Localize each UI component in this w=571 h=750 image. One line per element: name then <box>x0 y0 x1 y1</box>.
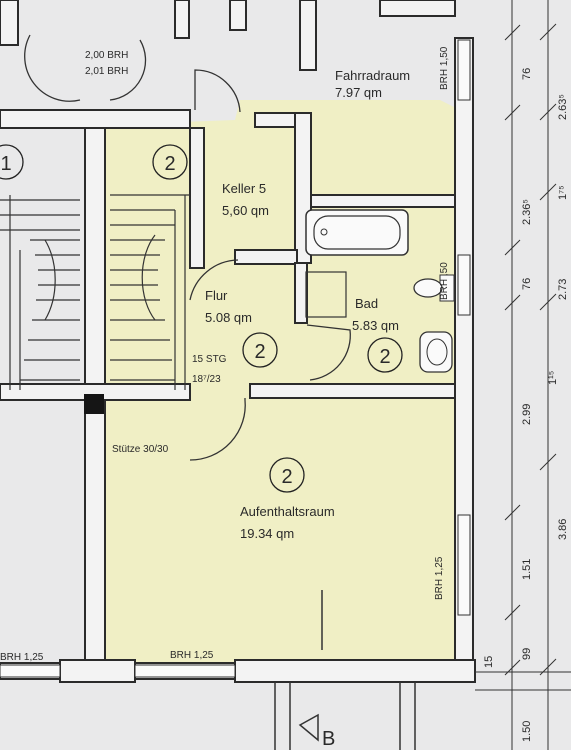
dim-273: 2.73 <box>557 279 569 300</box>
circle-markers <box>0 144 403 493</box>
dim-15: 15 <box>483 656 495 668</box>
brh-bottom-mid: BRH 1,25 <box>170 650 214 661</box>
door-flur <box>189 259 239 301</box>
circle-aufenthalt <box>269 457 305 493</box>
windows <box>0 39 471 678</box>
window-bad <box>457 254 471 316</box>
circle-flur <box>242 332 278 368</box>
room-name-fahrradraum: Fahrradraum <box>335 68 410 83</box>
room-area-keller: 5,60 qm <box>222 203 269 218</box>
section-mark: B <box>322 728 335 750</box>
stairs-house-2 <box>110 194 190 390</box>
wall-stairs-right <box>189 127 205 269</box>
wall-fahrrad-top <box>379 0 456 17</box>
dimension-chain <box>475 0 571 750</box>
brh-top: BRH 1,50 <box>439 46 450 90</box>
wall-bad-bottom <box>249 383 456 399</box>
bottom-structures <box>274 682 416 750</box>
wall-upper-left <box>0 0 19 46</box>
circle-bad <box>367 337 403 373</box>
sink <box>419 331 453 373</box>
wall-bad-left <box>294 262 308 324</box>
stairs-ratio: 18⁷/23 <box>192 374 221 385</box>
dim-115: 1¹⁵ <box>547 371 559 385</box>
circle-label-bad: 2 <box>379 346 390 368</box>
brh-right: BRH 1,25 <box>434 556 445 600</box>
door-keller <box>194 69 241 113</box>
wall-bottom-left <box>59 659 136 683</box>
dim-76b: 76 <box>521 278 533 290</box>
window-fahrrad <box>457 39 471 101</box>
doors <box>24 34 351 461</box>
stairs-left-house <box>0 195 80 390</box>
top-note-2: 2,01 BRH <box>85 66 128 77</box>
section-arrow-icon <box>298 713 319 742</box>
dim-99: 99 <box>521 648 533 660</box>
wall-top-left <box>0 109 191 129</box>
top-note-1: 2,00 BRH <box>85 50 128 61</box>
room-name-aufenthaltsraum: Aufenthaltsraum <box>240 504 335 519</box>
room-area-fahrradraum: 7.97 qm <box>335 85 382 100</box>
window-aufenthalt <box>457 514 471 616</box>
door-upper-right <box>109 39 147 101</box>
wall-bottom-right <box>234 659 476 683</box>
wall-top-keller <box>254 112 301 128</box>
circle-label-aufenthalt: 2 <box>281 466 292 488</box>
circle-label-flur: 2 <box>254 341 265 363</box>
door-bad <box>306 324 351 381</box>
brh-bottom-left: BRH 1,25 <box>0 652 44 663</box>
dim-263: 2.63⁵ <box>557 94 569 120</box>
stairs-count: 15 STG <box>192 354 227 365</box>
dim-386: 3.86 <box>557 519 569 540</box>
stuetze-pillar <box>84 394 104 414</box>
door-aufenthalt <box>189 398 246 461</box>
circle-stairs <box>152 144 188 180</box>
circle-label-stairs: 2 <box>164 153 175 175</box>
window-bottom <box>134 664 236 678</box>
circle-label-left: 1 <box>0 153 11 175</box>
circle-left-house <box>0 144 24 180</box>
room-name-bad: Bad <box>355 296 378 311</box>
wall-upper-right <box>229 0 247 31</box>
wall-fahrrad-bottom <box>310 194 456 208</box>
brh-bad: BRH ,50 <box>439 262 450 300</box>
dim-236: 2.36⁵ <box>521 199 533 225</box>
room-area-bad: 5.83 qm <box>352 318 399 333</box>
room-name-keller: Keller 5 <box>222 181 266 196</box>
wall-upper-mid <box>174 0 190 39</box>
door-upper-left <box>24 34 81 102</box>
shaft-box <box>305 271 347 318</box>
toilet <box>413 274 455 302</box>
dim-151: 1.51 <box>521 559 533 580</box>
dim-175: 1⁷⁵ <box>557 185 569 200</box>
room-area-aufenthaltsraum: 19.34 qm <box>240 526 294 541</box>
dim-299: 2.99 <box>521 404 533 425</box>
stuetze-label: Stütze 30/30 <box>112 444 169 455</box>
room-area-flur: 5.08 qm <box>205 310 252 325</box>
dim-150: 1.50 <box>521 721 533 742</box>
window-bottom-left <box>0 664 61 678</box>
bathtub <box>305 209 409 256</box>
wall-fahrrad-left <box>299 0 317 71</box>
dim-76a: 76 <box>521 68 533 80</box>
wall-keller-bottom <box>234 249 298 265</box>
room-name-flur: Flur <box>205 288 228 303</box>
